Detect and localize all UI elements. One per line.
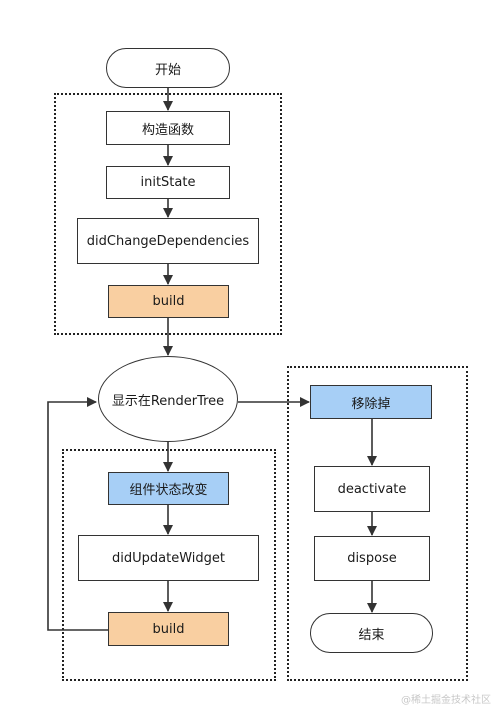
constructor-label: 构造函数	[141, 122, 194, 138]
dispose-label: dispose	[347, 551, 397, 566]
did-update-widget-label: didUpdateWidget	[112, 550, 225, 566]
start-label: 开始	[154, 62, 181, 78]
dispose-phase-group	[287, 366, 468, 681]
state-change-label: 组件状态改变	[129, 483, 208, 498]
state-change-node: 组件状态改变	[108, 472, 229, 505]
did-update-widget-node: didUpdateWidget	[78, 535, 259, 581]
update-phase-group	[62, 449, 276, 681]
deactivate-label: deactivate	[337, 481, 407, 497]
end-label: 结束	[358, 627, 385, 643]
build-top-node: build	[108, 285, 229, 318]
init-state-node: initState	[106, 166, 230, 199]
end-node: 结束	[310, 613, 433, 653]
deactivate-node: deactivate	[314, 466, 430, 512]
render-tree-label: 显示在RenderTree	[111, 393, 225, 409]
start-node: 开始	[106, 48, 230, 88]
remove-label: 移除掉	[351, 396, 391, 412]
build-top-label: build	[152, 294, 185, 309]
did-change-dependencies-label: didChangeDependencies	[86, 233, 250, 249]
watermark: @稀土掘金技术社区	[401, 695, 491, 706]
build-bottom-node: build	[108, 612, 229, 646]
build-bottom-label: build	[152, 621, 185, 637]
did-change-dependencies-node: didChangeDependencies	[77, 218, 259, 264]
remove-node: 移除掉	[310, 385, 432, 419]
constructor-node: 构造函数	[106, 111, 230, 145]
arrow-build-loop-back	[47, 397, 108, 631]
init-state-label: initState	[140, 175, 196, 190]
render-tree-node: 显示在RenderTree	[98, 356, 238, 442]
dispose-node: dispose	[314, 536, 430, 581]
